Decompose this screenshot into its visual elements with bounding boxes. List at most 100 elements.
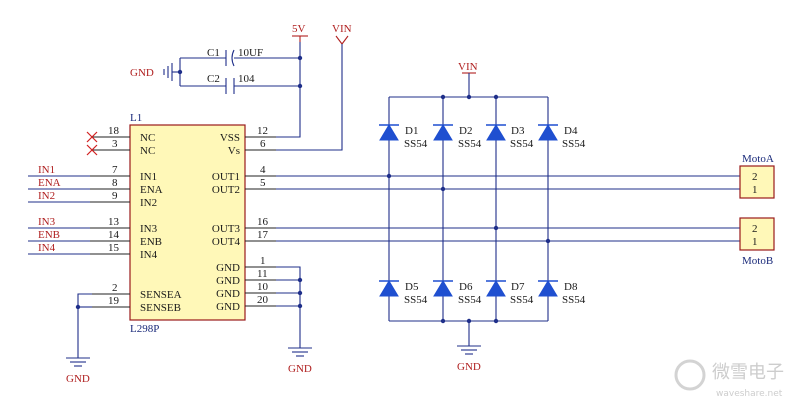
power-vin-arrow-right <box>341 35 349 45</box>
pin-num: 20 <box>257 294 269 306</box>
diode-ref: D3 <box>511 125 525 137</box>
pin-name: OUT3 <box>212 223 241 235</box>
c1-ref: C1 <box>207 47 220 59</box>
diode-labels: D1 SS54 D2 SS54 D3 SS54 D4 SS54 D5 SS54 … <box>404 125 586 306</box>
junction-gnd <box>297 290 303 296</box>
chip-right-pins <box>245 136 276 307</box>
diode-part: SS54 <box>404 294 428 306</box>
pin-name: GND <box>216 301 240 313</box>
label-gnd-chip: GND <box>288 363 312 375</box>
net-label-in2: IN2 <box>38 190 55 202</box>
diode-d8-icon <box>538 280 558 297</box>
label-5v: 5V <box>292 23 306 35</box>
pin-num: 17 <box>257 229 269 241</box>
pin-name: IN4 <box>140 249 158 261</box>
junction-out2 <box>440 186 446 192</box>
pin-name: NC <box>140 145 155 157</box>
diode-ref: D8 <box>564 281 578 293</box>
diode-part: SS54 <box>458 138 482 150</box>
diode-part: SS54 <box>404 138 428 150</box>
connector-motob <box>739 217 775 251</box>
chip-left-pin-numbers: 18 3 7 8 9 13 14 15 2 19 <box>108 125 120 307</box>
diode-ref: D5 <box>405 281 419 293</box>
connector-pin: 1 <box>752 236 758 248</box>
pin-name: GND <box>216 275 240 287</box>
pin-num: 7 <box>112 164 118 176</box>
power-vin-arrow-left <box>335 35 343 45</box>
pin-name: ENB <box>140 236 162 248</box>
diode-part: SS54 <box>510 294 534 306</box>
input-net-labels: IN1 ENA IN2 IN3 ENB IN4 <box>38 164 61 254</box>
pin-num: 12 <box>257 125 268 137</box>
pin-name: OUT4 <box>212 236 241 248</box>
net-label-ena: ENA <box>38 177 61 189</box>
pin-name: IN3 <box>140 223 158 235</box>
connector-motoa-label: MotoA <box>742 153 774 165</box>
net-label-enb: ENB <box>38 229 60 241</box>
diode-d4-icon <box>538 124 558 141</box>
diode-ref: D7 <box>511 281 525 293</box>
junction-out1 <box>386 173 392 179</box>
pin-name: SENSEB <box>140 302 181 314</box>
net-label-in3: IN3 <box>38 216 56 228</box>
pin-name: Vs <box>228 145 240 157</box>
pin-num: 5 <box>260 177 266 189</box>
pin-num: 10 <box>257 281 269 293</box>
pin-num: 14 <box>108 229 120 241</box>
diode-d6 <box>433 280 453 297</box>
input-nets <box>28 175 90 255</box>
gnd-symbol-bridge <box>457 345 481 355</box>
label-vin-top: VIN <box>332 23 352 35</box>
gnd-symbol-chip <box>288 347 312 357</box>
junction-top <box>466 94 472 100</box>
pin-num: 4 <box>260 164 266 176</box>
diode-ref: D2 <box>459 125 472 137</box>
pin-name: IN2 <box>140 197 157 209</box>
connector-pin: 2 <box>752 171 758 183</box>
diode-d2 <box>433 124 453 141</box>
junction-sense <box>75 304 81 310</box>
diode-d7-icon <box>486 280 506 297</box>
pin-num: 18 <box>108 125 120 137</box>
diode-d8 <box>538 280 558 297</box>
chip-right-pin-numbers: 12 6 4 5 16 17 1 11 10 20 <box>257 125 269 306</box>
chip-ref: L1 <box>130 112 142 124</box>
pin-num: 19 <box>108 295 120 307</box>
c2-ref: C2 <box>207 73 220 85</box>
diode-d1 <box>379 124 399 141</box>
chip-left-pin-names: NC NC IN1 ENA IN2 IN3 ENB IN4 SENSEA SEN… <box>140 132 182 314</box>
junction-cap-gnd <box>177 69 183 75</box>
wire-gnd-bus <box>276 266 301 348</box>
nc-x-icon <box>86 131 98 143</box>
watermark-logo-icon <box>674 359 706 391</box>
diode-part: SS54 <box>510 138 534 150</box>
diode-d3-icon <box>486 124 506 141</box>
diode-part: SS54 <box>562 294 586 306</box>
junction-gnd <box>297 277 303 283</box>
junction-out3 <box>493 225 499 231</box>
pin-num: 3 <box>112 138 118 150</box>
pin-num: 9 <box>112 190 118 202</box>
diode-d1-icon <box>379 124 399 141</box>
connector-pin: 1 <box>752 184 758 196</box>
diode-part: SS54 <box>458 294 482 306</box>
net-label-in4: IN4 <box>38 242 56 254</box>
net-label-in1: IN1 <box>38 164 55 176</box>
junction-out4 <box>545 238 551 244</box>
diode-ref: D1 <box>405 125 418 137</box>
diode-d5 <box>379 280 399 297</box>
chip-part: L298P <box>130 323 159 335</box>
junction-c1-5v <box>297 55 303 61</box>
connector-motob-label: MotoB <box>742 255 773 267</box>
pin-num: 8 <box>112 177 118 189</box>
wire-sensea-gnd <box>77 293 92 358</box>
diode-d7 <box>486 280 506 297</box>
connector-pin: 2 <box>752 223 758 235</box>
junction-c2-5v <box>297 83 303 89</box>
label-gnd-bridge: GND <box>457 361 481 373</box>
diode-part: SS54 <box>562 138 586 150</box>
nc-marks <box>86 131 98 156</box>
pin-name: OUT2 <box>212 184 240 196</box>
pin-num: 11 <box>257 268 268 280</box>
pin-name: NC <box>140 132 155 144</box>
